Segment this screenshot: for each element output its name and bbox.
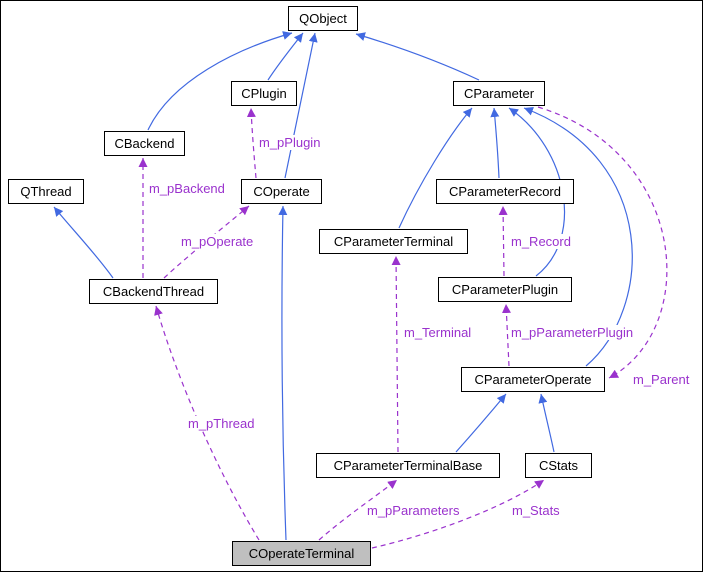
class-node-COperateTerminal: COperateTerminal [232,541,371,566]
edge-COperate-to-CPlugin [246,107,257,179]
edge-label-m_pBackend: m_pBackend [148,181,226,196]
class-node-CParameterPlugin[interactable]: CParameterPlugin [438,277,572,302]
edge-CBackendThread-to-QThread [53,206,114,279]
edge-label-m_Stats: m_Stats [511,503,561,518]
edge-CParameterRecord-to-CParameter [490,107,500,179]
edge-CParameterTerminal-to-CParameter [398,107,473,229]
edge-label-m_Record: m_Record [510,234,572,249]
edge-CParameterTerminalBase-to-CParameterTerminal [391,255,401,453]
class-node-CPlugin[interactable]: CPlugin [231,81,297,106]
edge-label-m_pOperate: m_pOperate [180,234,255,249]
edge-CStats-to-CParameterOperate [538,393,555,453]
edge-CParameter-to-QObject [355,32,480,81]
class-node-CParameterTerminal[interactable]: CParameterTerminal [319,229,468,254]
edge-COperateTerminal-to-COperate [278,205,288,541]
class-node-CParameterOperate[interactable]: CParameterOperate [461,367,605,392]
edge-label-m_pPlugin: m_pPlugin [258,135,322,150]
edge-label-m_Parent: m_Parent [632,372,691,387]
edge-label-m_pParameters: m_pParameters [366,503,461,518]
edge-label-m_pThread: m_pThread [187,416,256,431]
class-node-CStats[interactable]: CStats [525,453,592,478]
class-node-CParameterRecord[interactable]: CParameterRecord [436,179,574,204]
edge-CParameterTerminalBase-to-CParameterOperate [455,393,507,453]
edge-CPlugin-to-QObject [267,32,304,81]
edge-CParameterPlugin-to-CParameterRecord [498,205,508,277]
class-node-QObject[interactable]: QObject [288,6,358,31]
class-node-COperate[interactable]: COperate [241,179,322,204]
class-node-CBackend[interactable]: CBackend [104,131,185,156]
class-node-CParameter[interactable]: CParameter [453,81,545,106]
edge-label-m_pParameterPlugin: m_pParameterPlugin [510,325,635,340]
class-node-QThread[interactable]: QThread [8,179,84,204]
class-node-CParameterTerminalBase[interactable]: CParameterTerminalBase [316,453,500,478]
edge-CParameterOperate-to-CParameterPlugin [501,303,511,367]
edge-label-m_Terminal: m_Terminal [403,325,473,340]
class-node-CBackendThread[interactable]: CBackendThread [89,279,218,304]
